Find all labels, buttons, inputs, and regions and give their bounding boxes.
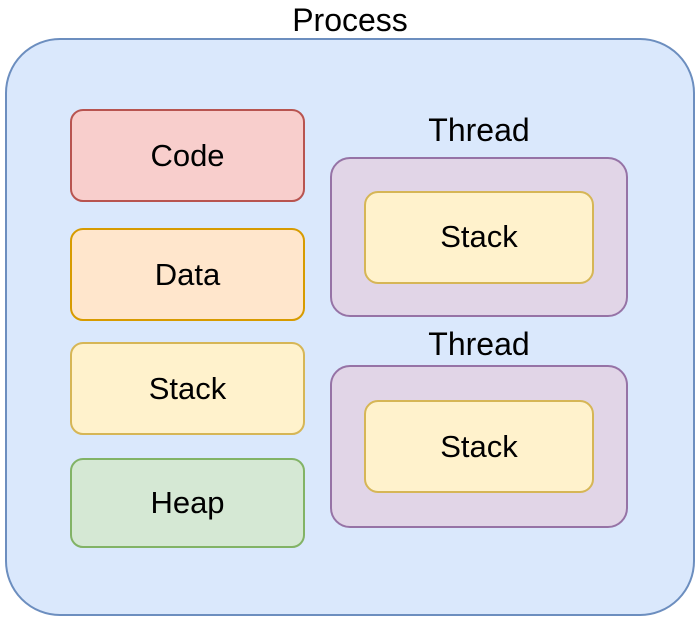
thread-2-stack-box: Stack [364,400,594,493]
thread-1-stack-label: Stack [440,219,518,254]
memory-box-heap: Heap [70,458,305,548]
thread-2-container: Stack [330,365,628,528]
memory-box-code: Code [70,109,305,202]
memory-box-data-label: Data [154,256,221,292]
thread-1-title: Thread [428,112,530,148]
thread-1-container: Stack [330,157,628,317]
process-title: Process [292,2,408,38]
memory-box-stack: Stack [70,342,305,435]
memory-box-data: Data [70,228,305,321]
thread-2-title: Thread [428,326,530,362]
memory-box-code-label: Code [150,137,225,173]
memory-box-stack-label: Stack [148,370,227,406]
memory-box-heap-label: Heap [150,485,225,520]
thread-1-stack-box: Stack [364,190,594,284]
thread-2-stack-label: Stack [440,428,518,464]
